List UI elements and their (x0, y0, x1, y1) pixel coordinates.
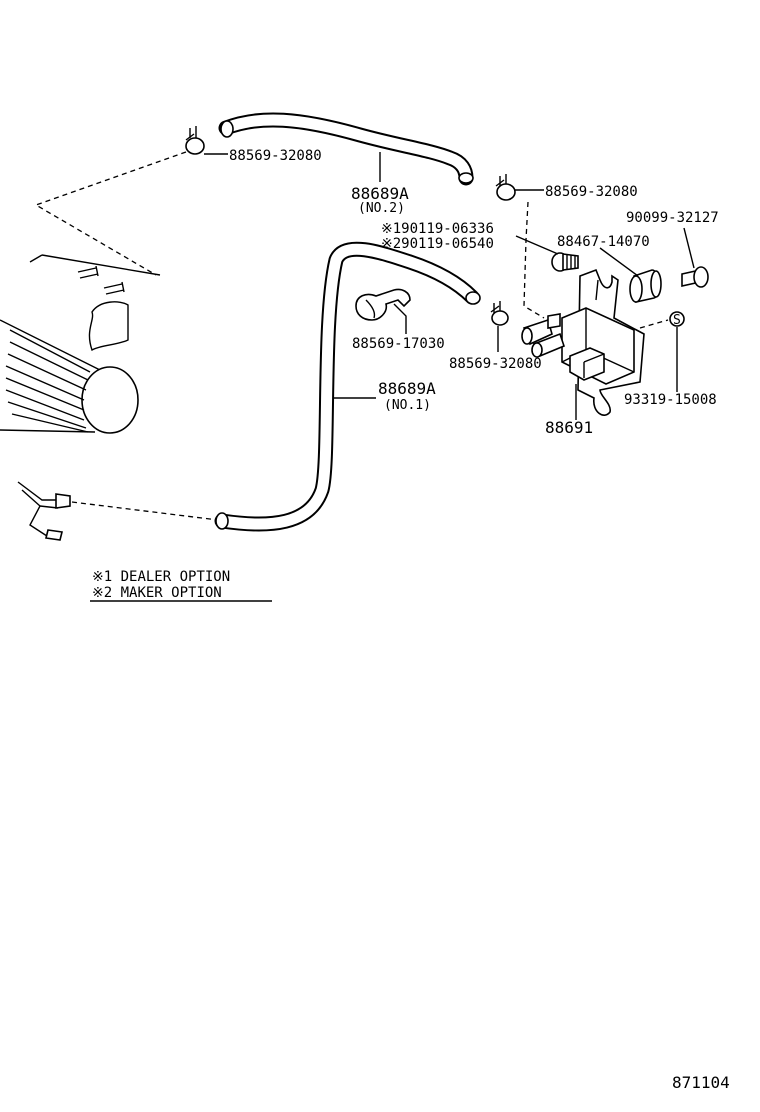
guide-line-right (523, 201, 545, 319)
legend-dealer-option: ※1 DEALER OPTION (92, 569, 230, 585)
label-part-93319: 93319-15008 (624, 392, 717, 408)
label-bolt-opt1: ※190119-06336 (381, 221, 494, 237)
label-part-88467: 88467-14070 (557, 234, 650, 250)
hose-no2-drawing (218, 112, 474, 186)
bolt-icon (551, 252, 579, 272)
clamp-mid-icon (490, 301, 509, 326)
hose-no1-drawing (214, 241, 481, 532)
s-symbol-circle (669, 311, 685, 327)
label-valve: 88691 (545, 418, 593, 437)
grommet-icon (629, 269, 662, 303)
label-part-90099: 90099-32127 (626, 210, 719, 226)
label-clip-17030: 88569-17030 (352, 336, 445, 352)
label-hose-no1-sub: (NO.1) (384, 398, 431, 413)
label-clamp-top: 88569-32080 (229, 148, 322, 164)
collar-icon (681, 266, 709, 288)
label-clamp-mid: 88569-32080 (449, 356, 542, 372)
clamp-right-icon (495, 174, 516, 201)
label-clamp-right: 88569-32080 (545, 184, 638, 200)
leader-lines (204, 152, 695, 420)
label-bolt-opt2: ※290119-06540 (381, 236, 494, 252)
diagram-id: 871104 (672, 1073, 730, 1092)
vsv-valve-drawing (521, 268, 645, 416)
legend-maker-option: ※2 MAKER OPTION (92, 585, 222, 601)
label-hose-no1: 88689A (378, 379, 436, 398)
engine-body-drawing (0, 151, 187, 434)
guide-line-s (639, 319, 669, 329)
s-symbol: S (673, 313, 681, 328)
clip-icon (355, 288, 411, 321)
label-hose-no2-sub: (NO.2) (358, 201, 405, 216)
clamp-top-icon (185, 126, 205, 155)
y-fitting-drawing (17, 481, 219, 541)
label-hose-no2: 88689A (351, 184, 409, 203)
